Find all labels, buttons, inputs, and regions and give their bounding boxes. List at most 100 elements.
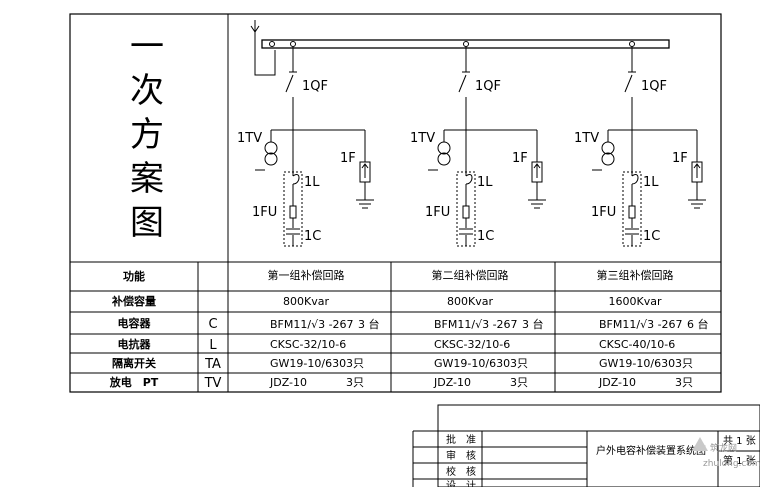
feeder-circuits: 1QF1TV1F1L1FU1C1QF1TV1F1L1FU1C1QF1TV1F1L… [237,41,706,247]
ground-icon [356,199,374,209]
title-char: 案 [130,159,164,199]
row-label-discharge-pt: 放电 PT [109,375,159,389]
capacitor-model-cell: BFM11/√3 -267 [434,318,518,331]
arrester-arrow-icon [693,163,701,178]
label-1f: 1F [340,151,356,166]
isolator-model-cell: GW19-10/630 [270,357,346,370]
capacity-cell: 800Kvar [447,295,493,308]
label-1l: 1L [643,175,659,190]
label-1fu: 1FU [591,205,616,220]
approve-label: 批 准 [446,433,476,446]
capacitor-model-cell: BFM11/√3 -267 [599,318,683,331]
sheet-number: 第 1 张 [723,454,756,467]
reactor-model-cell: CKSC-32/10-6 [270,338,346,351]
capacitor-qty-cell: 3 台 [358,317,380,331]
isolator-model-cell: GW19-10/630 [599,357,675,370]
title-char: 次 [130,71,164,111]
sheet-total: 共 1 张 [723,435,756,447]
outer-frame [69,13,722,393]
capacity-cell: 1600Kvar [609,295,662,308]
pt-qty-cell: 3只 [510,376,528,389]
ground-icon [688,199,706,209]
label-1fu: 1FU [425,205,450,220]
row-label-isolator: 隔离开关 [112,356,156,370]
label-1qf: 1QF [475,79,501,94]
reactor-model-cell: CKSC-40/10-6 [599,338,675,351]
fuse-1fu-icon [628,205,636,219]
busbar [250,20,670,76]
ground-icon [528,199,546,209]
reactor-model-cell: CKSC-32/10-6 [434,338,510,351]
label-1c: 1C [643,229,660,244]
arrester-arrow-icon [361,163,369,178]
vertical-title: 一 次 方 案 图 [130,27,164,243]
breaker-1qf-symbol [458,74,467,93]
bus-connection-point [463,41,469,47]
pt-1tv-winding-icon [601,152,615,166]
label-1c: 1C [304,229,321,244]
isolator-model-cell: GW19-10/630 [434,357,510,370]
label-1tv: 1TV [410,131,435,146]
row-label-function: 功能 [123,269,145,283]
check-label: 校 核 [446,465,476,478]
pt-1tv-winding-icon [264,141,278,155]
reactor-1l-icon [631,130,639,185]
row-label-reactor: 电抗器 [118,337,152,351]
design-label: 设 计 [446,479,476,487]
column-header: 第二组补偿回路 [432,268,509,282]
reactor-capacitor-enclosure [456,171,476,247]
label-1f: 1F [512,151,528,166]
column-header: 第三组补偿回路 [597,268,674,282]
bus-connection-point [629,41,635,47]
pt-1tv-winding-icon [437,141,451,155]
watermark-logo-icon [692,437,708,451]
label-1fu: 1FU [252,205,277,220]
isolator-qty-cell: 3只 [510,357,528,370]
drawing-name: 户外电容补偿装置系统图 [596,444,706,457]
reactor-capacitor-enclosure [622,171,642,247]
capacitor-qty-cell: 6 台 [687,317,709,331]
row-symbol-tv: TV [204,376,222,391]
label-1qf: 1QF [641,79,667,94]
capacitor-model-cell: BFM11/√3 -267 [270,318,354,331]
pt-1tv-winding-icon [264,152,278,166]
label-1qf: 1QF [302,79,328,94]
watermark-logo-text: 筑龙网 [710,442,737,454]
watermark: 筑龙网 zhulong.com [692,437,760,469]
feeder-circuit [255,41,374,247]
reactor-capacitor-enclosure [283,171,303,247]
capacitor-qty-cell: 3 台 [522,317,544,331]
table-row-labels: 功能 补偿容量 电容器 电抗器 隔离开关 放电 PT C L TA TV [109,269,222,391]
label-1c: 1C [477,229,494,244]
pt-1tv-winding-icon [601,141,615,155]
title-char: 方 [130,115,164,155]
reactor-1l-icon [465,130,473,185]
fuse-1fu-icon [289,205,297,219]
row-symbol-c: C [208,317,217,332]
row-label-capacity: 补偿容量 [111,294,156,308]
pt-model-cell: JDZ-10 [598,376,636,389]
label-1f: 1F [672,151,688,166]
row-symbol-ta: TA [204,357,221,372]
feeder-circuit [592,41,706,247]
equipment-table [70,261,721,392]
pt-qty-cell: 3只 [675,376,693,389]
bus-connection-point [290,41,296,47]
review-label: 审 核 [446,449,476,462]
breaker-1qf-symbol [624,74,633,93]
fuse-1fu-icon [462,205,470,219]
capacity-cell: 800Kvar [283,295,329,308]
watermark-site: zhulong.com [703,459,760,469]
pt-qty-cell: 3只 [346,376,364,389]
feeder-circuit [428,41,546,247]
column-header: 第一组补偿回路 [268,268,345,282]
